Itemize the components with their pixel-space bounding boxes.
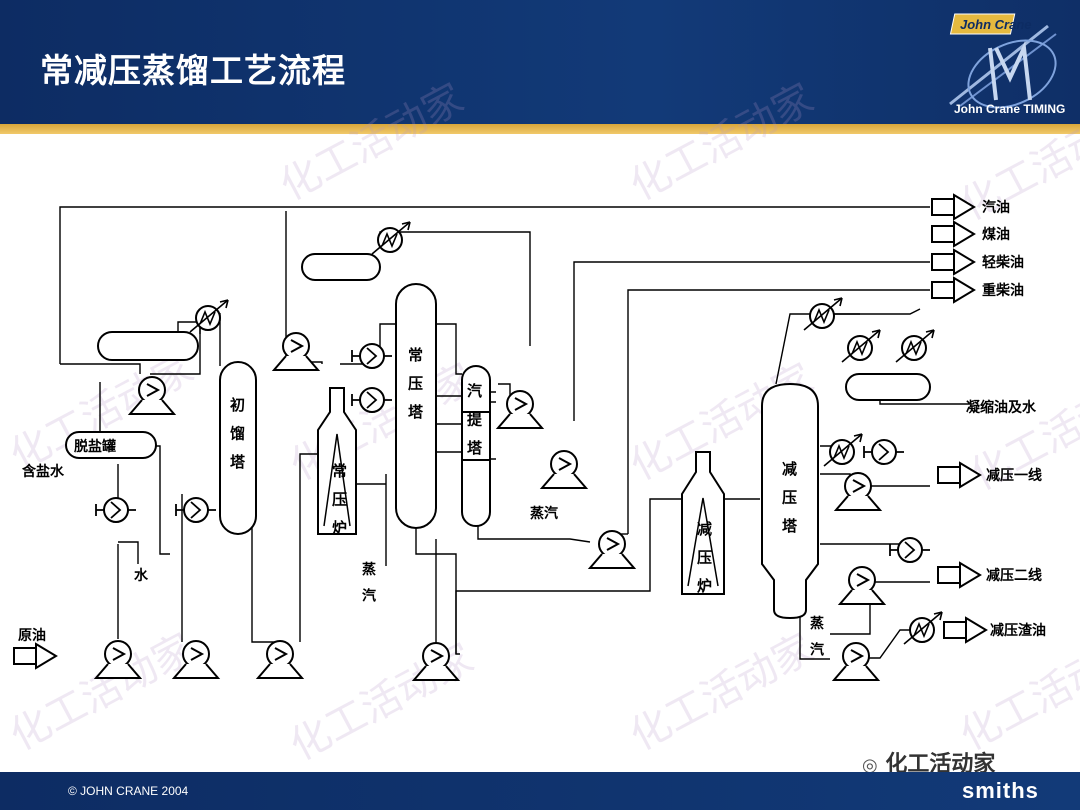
pre-flash-drum [97,331,199,361]
pre-flash-tower-label: 初馏塔 [229,396,246,471]
process-flow-diagram: 脱盐罐 初馏塔 常压塔 汽提塔 常压炉 减压炉 减压塔 [13,194,1046,681]
condensate-drum [845,373,931,401]
heat-exchanger [823,433,863,467]
vac-furnace-label: 减压炉 [697,520,712,595]
heat-exchanger [841,329,881,363]
pump [129,376,175,415]
atm-furnace-label: 常压炉 [332,462,347,537]
heat-exchanger [895,329,935,363]
pump [589,530,635,569]
vacuum-tower: 减压塔 [761,382,819,620]
product-gasoline: 汽油 [982,199,1010,216]
atm-reflux-drum [301,253,381,281]
condensate-label: 凝缩油及水 [966,399,1037,416]
page-title: 常减压蒸馏工艺流程 [40,51,346,90]
salt-water-label: 含盐水 [22,463,65,480]
cooler [95,497,137,523]
heat-exchanger [189,299,229,333]
pump [95,640,141,679]
vac-product-2: 减压二线 [986,567,1042,584]
product-kerosene: 煤油 [982,226,1010,243]
atmospheric-furnace: 常压炉 [317,387,357,537]
product-heavy-diesel: 重柴油 [982,282,1024,299]
piping [59,206,970,660]
desalter-label: 脱盐罐 [74,438,116,455]
footer-bar [0,772,1080,810]
pump [257,640,303,679]
heat-exchanger [371,221,411,255]
header-bar [0,0,1080,124]
vacuum-furnace: 减压炉 [681,451,725,595]
vac-tower-label: 减压塔 [782,460,798,535]
stripper-label: 汽提塔 [467,382,483,457]
water-label: 水 [134,567,149,584]
crude-label: 原油 [18,627,46,644]
pump [413,642,459,681]
logo-caption: John Crane TIMING [954,102,1066,116]
steam-stripper-label: 蒸汽 [530,505,558,522]
cooler [351,387,393,413]
vac-residue: 减压渣油 [990,622,1046,639]
john-crane-logo: John Crane [949,13,1057,109]
pump [833,642,879,681]
pre-flash-tower: 初馏塔 [219,361,257,535]
product-outlet [937,462,981,488]
product-outlet [937,562,981,588]
product-outlet [931,221,975,247]
product-light-diesel: 轻柴油 [982,254,1024,271]
pump [835,472,881,511]
heat-exchanger [903,611,943,645]
header-accent-band [0,124,1080,134]
cooler [889,537,931,563]
pump [541,450,587,489]
product-outlet [943,617,987,643]
pump [497,390,543,429]
desalter-drum: 脱盐罐 [65,431,157,459]
stripper-tower: 汽提塔 [461,365,491,527]
steam-atm-label: 蒸汽 [362,561,376,605]
smiths-brand: smiths [962,778,1039,803]
atm-tower-label: 常压塔 [408,346,424,421]
pump [839,566,885,605]
vac-product-1: 减压一线 [986,467,1042,484]
pump [273,332,319,371]
product-outlet [931,277,975,303]
wechat-icon: ◎ [862,755,878,776]
logo-text: John Crane [960,17,1032,32]
product-outlet [931,194,975,220]
atmospheric-tower: 常压塔 [395,283,437,529]
crude-inlet-arrow [13,643,57,669]
product-outlet [931,249,975,275]
copyright-text: © JOHN CRANE 2004 [68,784,189,798]
pump [173,640,219,679]
cooler [863,439,905,465]
steam-vac-label: 蒸汽 [810,615,824,659]
